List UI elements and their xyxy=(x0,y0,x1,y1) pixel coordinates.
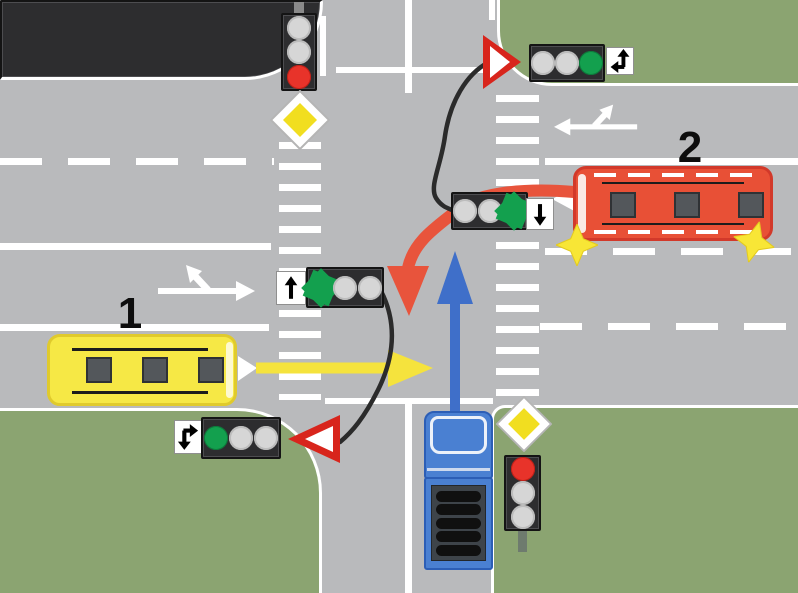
lamp-off xyxy=(287,15,311,40)
stop-line-south xyxy=(325,398,493,404)
lane-line-south-center xyxy=(405,402,412,593)
red-bus-label: 2 xyxy=(677,123,703,172)
yellow-bus-label: 1 xyxy=(117,289,143,338)
yellow-route-arrow-head xyxy=(388,350,433,387)
aux-sign-straight-or-right xyxy=(174,420,202,454)
bus-trim-line xyxy=(72,391,208,394)
grass-corner-top-left xyxy=(0,0,323,80)
lane-line-west-center xyxy=(0,243,271,250)
bus-trim-line xyxy=(602,182,744,184)
bus-window xyxy=(86,357,112,383)
lamp-green xyxy=(204,426,228,450)
bus-windshield xyxy=(578,174,586,233)
lamp-green-flashing xyxy=(501,199,526,223)
lamp-off xyxy=(510,481,535,505)
lamp-red xyxy=(287,64,311,89)
truck-cab-trim xyxy=(427,468,490,471)
bus-window xyxy=(198,357,224,383)
lamp-off xyxy=(510,505,535,529)
cargo-slat xyxy=(436,490,481,502)
red-route-arrow-head xyxy=(387,266,429,316)
lane-line-north-center xyxy=(405,0,412,93)
cargo-slat xyxy=(436,544,481,556)
bus-roof-dashes xyxy=(594,230,752,234)
bus-roof-dashes xyxy=(594,173,752,177)
cargo-slat xyxy=(436,504,481,515)
bus-trim-line xyxy=(602,223,744,225)
stop-line-north xyxy=(336,67,489,73)
cargo-slat xyxy=(436,517,481,529)
lamp-red xyxy=(510,457,535,481)
bus-windshield xyxy=(226,342,233,398)
road-edge-north-right xyxy=(489,0,495,20)
lamp-green xyxy=(579,51,603,75)
pavement-arrowhead-bus1-front xyxy=(238,356,257,381)
traffic-light-center-left xyxy=(306,267,384,308)
priority-road-sign-north xyxy=(270,90,330,150)
lane-dash-east-center xyxy=(545,248,798,255)
traffic-light-northeast xyxy=(529,44,605,82)
signal-pole xyxy=(518,528,527,552)
lane-line-east-upper xyxy=(545,158,798,165)
lamp-off xyxy=(555,51,579,75)
straight-or-left-arrow-icon xyxy=(610,49,630,73)
lamp-off xyxy=(531,51,555,75)
up-arrow-icon xyxy=(284,276,298,299)
lamp-off xyxy=(333,275,357,300)
wire-northeast xyxy=(431,59,492,213)
road-edge-north-left xyxy=(320,16,326,76)
signal-pole xyxy=(294,2,304,14)
down-arrow-icon xyxy=(533,204,547,226)
truck-windshield xyxy=(430,416,487,454)
truck-cab xyxy=(424,411,493,479)
lamp-off xyxy=(287,40,311,64)
blue-truck xyxy=(424,411,493,570)
bus-trim-line xyxy=(72,348,208,351)
lane-dash-west-upper xyxy=(0,158,274,165)
bus-window xyxy=(610,192,636,218)
yellow-bus xyxy=(47,334,237,406)
blue-route-arrow-head xyxy=(437,251,473,304)
crosswalk-east xyxy=(496,95,539,401)
lamp-off xyxy=(357,275,382,300)
lamp-off xyxy=(254,426,278,450)
red-bus xyxy=(573,166,773,241)
traffic-light-south xyxy=(504,455,541,531)
pavement-arrow-straight-left-east xyxy=(554,104,638,136)
bus-window xyxy=(674,192,700,218)
truck-bed xyxy=(424,477,493,570)
aux-sign-straight-or-left xyxy=(606,47,634,75)
lamp-off xyxy=(453,199,478,223)
traffic-light-southwest xyxy=(201,417,281,459)
truck-cargo xyxy=(431,485,486,561)
straight-or-right-arrow-icon xyxy=(177,424,199,450)
lane-dash-east-lower xyxy=(540,323,798,330)
aux-sign-down-arrow xyxy=(526,198,554,230)
traffic-light-center-right xyxy=(451,192,528,230)
cargo-slat xyxy=(436,531,481,542)
bus-window xyxy=(142,357,168,383)
lamp-green-flashing xyxy=(308,275,333,300)
bus-window xyxy=(738,192,764,218)
traffic-light-north xyxy=(281,13,317,91)
lane-line-west-lower xyxy=(0,324,269,331)
lamp-off xyxy=(229,426,253,450)
pavement-arrow-straight-left-west xyxy=(158,265,255,301)
wire-southwest xyxy=(337,288,395,445)
